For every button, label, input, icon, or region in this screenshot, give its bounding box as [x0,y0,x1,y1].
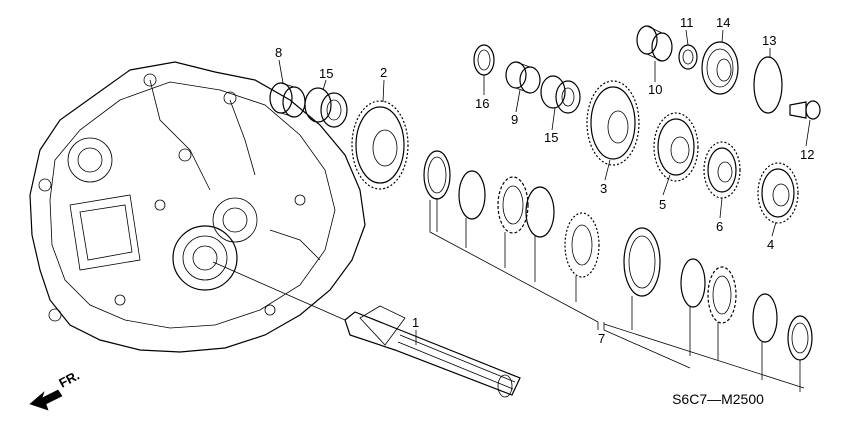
leader-lines [278,29,811,345]
needle-bearing-left [304,87,348,128]
front-direction-indicator: FR. [29,368,82,411]
needle-bearing-middle [540,75,581,114]
callout-labels: 8 15 2 16 9 15 10 11 14 13 12 3 5 6 4 7 … [275,15,814,346]
gear-4 [757,162,799,224]
gear-6 [703,141,741,199]
callout-13: 13 [762,33,776,48]
callout-1: 1 [412,315,419,330]
synchronizer-assembly [423,150,813,392]
callout-12: 12 [800,147,814,162]
collar-9 [505,61,541,94]
callout-15: 15 [319,66,333,81]
ball-bearing-14 [701,41,739,95]
gear-3 [586,80,640,166]
collar-10 [636,25,673,62]
snap-ring-16 [473,44,495,76]
callout-9: 9 [511,112,518,127]
circlip-13 [753,56,783,114]
callout-6: 6 [716,219,723,234]
gear-2 [351,100,409,190]
callout-2: 2 [380,65,387,80]
transmission-housing [29,61,366,353]
callout-10: 10 [648,82,662,97]
callout-7: 7 [598,331,605,346]
callout-14: 14 [716,15,730,30]
callout-8: 8 [275,45,282,60]
callout-4: 4 [767,237,774,252]
gear-5 [653,112,699,182]
callout-16: 16 [475,96,489,111]
arrow-icon [29,389,63,411]
callout-3: 3 [600,181,607,196]
mainshaft [212,261,521,398]
diagram-reference-code: S6C7—M2500 [672,391,764,407]
callout-15: 15 [544,130,558,145]
callout-11: 11 [680,15,694,30]
callout-5: 5 [659,197,666,212]
collar-part [269,82,306,118]
direction-label: FR. [56,368,82,391]
washer-11 [678,44,698,70]
bolt-12 [789,100,821,120]
